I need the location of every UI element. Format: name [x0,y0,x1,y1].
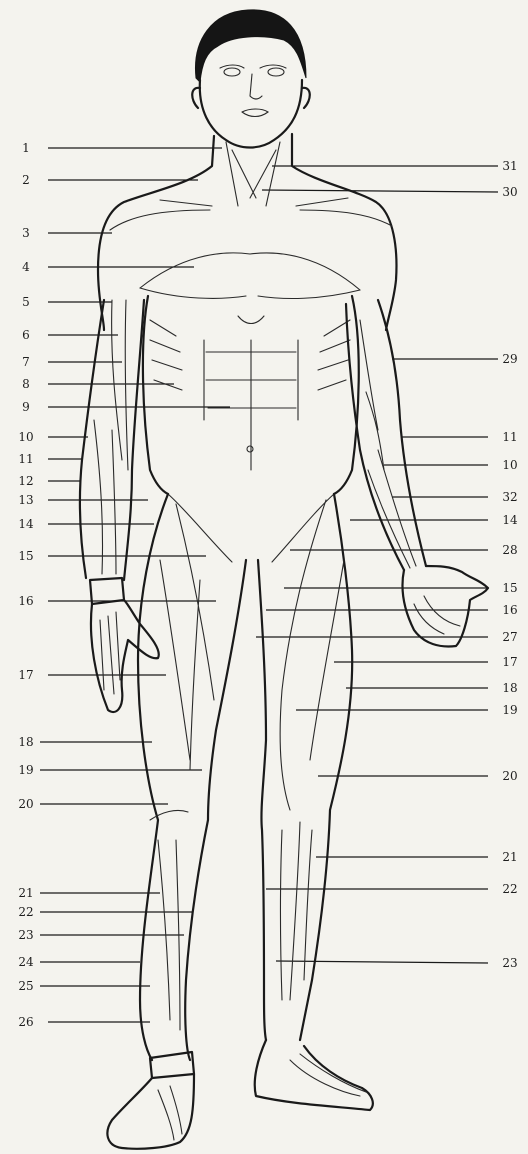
label-left-7: 7 [14,355,38,369]
label-right-15: 15 [496,581,524,595]
label-right-29: 29 [496,352,524,366]
label-left-13: 13 [14,493,38,507]
label-right-19: 19 [496,703,524,717]
label-right-10: 10 [496,458,524,472]
label-left-21: 21 [14,886,38,900]
label-left-18: 18 [14,735,38,749]
label-left-6: 6 [14,328,38,342]
label-left-5: 5 [14,295,38,309]
label-right-32: 32 [496,490,524,504]
left-leader-lines [40,148,230,1022]
label-left-8: 8 [14,377,38,391]
label-left-26: 26 [14,1015,38,1029]
label-right-30: 30 [496,185,524,199]
label-left-14: 14 [14,517,38,531]
label-left-9: 9 [14,400,38,414]
label-right-11: 11 [496,430,524,444]
label-left-17: 17 [14,668,38,682]
label-left-24: 24 [14,955,38,969]
label-left-15: 15 [14,549,38,563]
label-right-16: 16 [496,603,524,617]
label-right-17: 17 [496,655,524,669]
head [192,10,310,148]
label-left-10: 10 [14,430,38,444]
label-left-23: 23 [14,928,38,942]
label-left-2: 2 [14,173,38,187]
label-right-14: 14 [496,513,524,527]
right-leader-lines [256,166,498,963]
label-right-23: 23 [496,956,524,970]
label-left-4: 4 [14,260,38,274]
label-right-21: 21 [496,850,524,864]
label-right-22: 22 [496,882,524,896]
label-left-22: 22 [14,905,38,919]
label-left-1: 1 [14,141,38,155]
label-left-16: 16 [14,594,38,608]
label-left-3: 3 [14,226,38,240]
label-left-11: 11 [14,452,38,466]
torso [98,134,396,562]
label-left-25: 25 [14,979,38,993]
label-left-19: 19 [14,763,38,777]
label-right-27: 27 [496,630,524,644]
label-right-31: 31 [496,159,524,173]
label-left-20: 20 [14,797,38,811]
right-leg [255,494,373,1110]
label-right-20: 20 [496,769,524,783]
right-arm [346,300,488,646]
left-leg [107,494,246,1149]
label-right-18: 18 [496,681,524,695]
label-right-28: 28 [496,543,524,557]
label-left-12: 12 [14,474,38,488]
